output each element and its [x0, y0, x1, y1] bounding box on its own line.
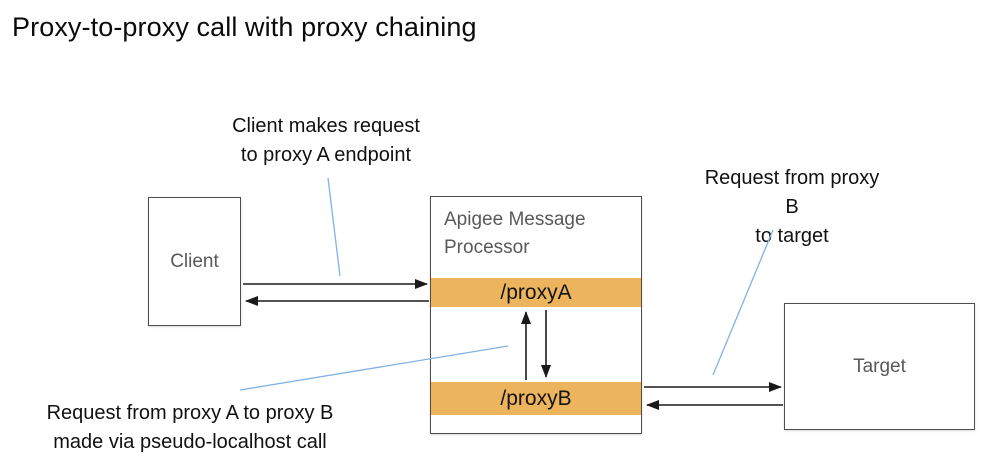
proxy-b-endpoint-bar: /proxyB — [431, 382, 641, 415]
client-box: Client — [148, 197, 241, 326]
proxy-a-endpoint-bar: /proxyA — [431, 278, 641, 307]
connector-line-client-request — [327, 177, 341, 277]
target-box: Target — [784, 303, 975, 430]
connector-line-proxyb-to-target — [712, 229, 774, 376]
annotation-client-request: Client makes request to proxy A endpoint — [232, 115, 420, 166]
annotation-proxya-to-proxyb: Request from proxy A to proxy B made via… — [46, 402, 334, 453]
proxy-a-label: /proxyA — [500, 280, 572, 304]
client-label: Client — [170, 250, 219, 272]
page-title: Proxy-to-proxy call with proxy chaining — [12, 12, 477, 42]
annotation-proxyb-to-target: Request from proxy B to target — [704, 167, 880, 247]
proxy-b-label: /proxyB — [500, 386, 572, 410]
message-processor-box: Apigee Message Processor /proxyA /proxyB — [430, 196, 642, 434]
target-label: Target — [853, 355, 906, 377]
message-processor-title: Apigee Message Processor — [444, 209, 586, 258]
